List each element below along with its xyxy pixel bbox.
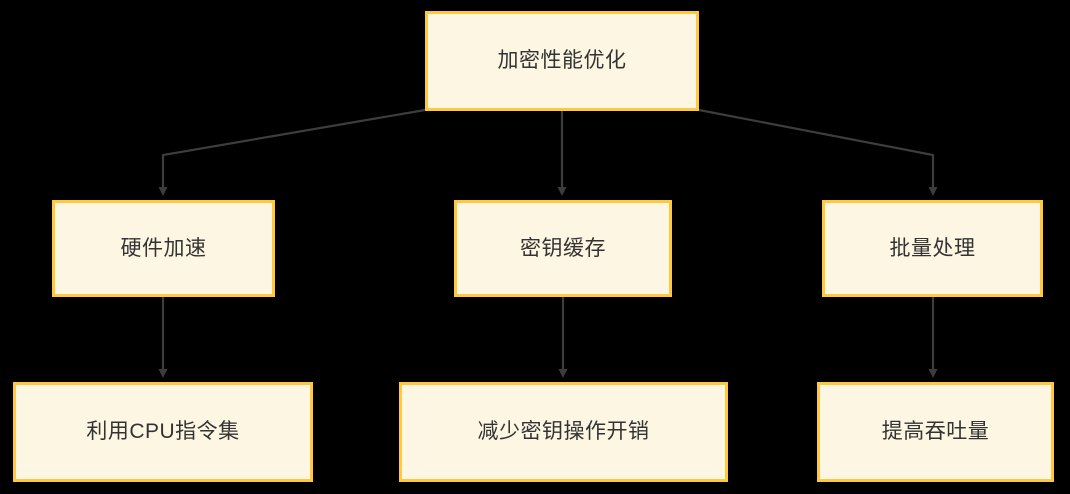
node-root[interactable]: 加密性能优化 — [425, 11, 699, 111]
edge-root-to-batch — [698, 108, 938, 196]
node-batch-processing-label: 批量处理 — [889, 236, 976, 260]
node-cpu-instruction-set-label: 利用CPU指令集 — [86, 420, 240, 444]
node-batch-processing[interactable]: 批量处理 — [822, 200, 1043, 297]
node-reduce-key-overhead[interactable]: 减少密钥操作开销 — [399, 382, 728, 482]
node-root-label: 加密性能优化 — [497, 49, 627, 73]
node-key-cache[interactable]: 密钥缓存 — [454, 200, 672, 297]
node-hardware-acceleration[interactable]: 硬件加速 — [52, 200, 275, 297]
node-improve-throughput[interactable]: 提高吞吐量 — [817, 382, 1054, 482]
node-key-cache-label: 密钥缓存 — [520, 236, 606, 260]
edge-root-to-hw — [158, 108, 426, 196]
node-improve-throughput-label: 提高吞吐量 — [881, 420, 990, 444]
node-cpu-instruction-set[interactable]: 利用CPU指令集 — [13, 382, 313, 482]
node-hardware-acceleration-label: 硬件加速 — [120, 236, 207, 260]
node-reduce-key-overhead-label: 减少密钥操作开销 — [477, 420, 650, 444]
